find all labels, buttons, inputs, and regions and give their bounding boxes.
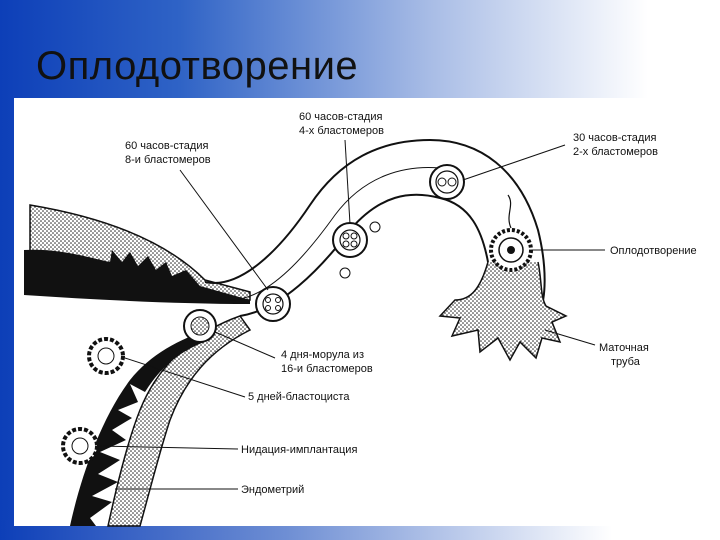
- tube-lower-wall: [239, 193, 489, 317]
- leader-lines: [97, 139, 605, 490]
- implanting-blastocyst: [61, 427, 99, 465]
- fertilized-egg: [489, 194, 533, 272]
- upper-endometrium: [24, 249, 250, 304]
- small-cell-1: [369, 221, 381, 233]
- tube-fimbriae: [438, 261, 568, 362]
- label-endometrium: Эндометрий: [241, 484, 304, 496]
- small-cell-2: [339, 267, 351, 279]
- embryo-8-cell: [255, 286, 291, 322]
- label-60h-4cell-line2: 4-х бластомеров: [299, 125, 384, 137]
- lower-endometrium: [70, 330, 210, 526]
- label-tube-line2: труба: [611, 356, 641, 368]
- blastocyst: [87, 337, 125, 375]
- tube-upper-wall: [204, 138, 546, 311]
- label-tube-line1: Маточная: [599, 342, 649, 354]
- label-blastocyst: 5 дней-бластоциста: [248, 391, 350, 403]
- label-60h-8cell-line1: 60 часов-стадия: [125, 140, 208, 152]
- embryo-4-cell: [332, 222, 368, 258]
- embryo-2-cell: [429, 164, 465, 200]
- label-60h-4cell-line1: 60 часов-стадия: [299, 111, 382, 123]
- label-morula-line1: 4 дня-морула из: [281, 349, 364, 361]
- label-morula-line2: 16-и бластомеров: [281, 363, 373, 375]
- label-implantation: Нидация-имплантация: [241, 444, 357, 456]
- label-30h-2cell-line2: 2-х бластомеров: [573, 146, 658, 158]
- morula: [183, 309, 217, 343]
- label-fertilization: Оплодотворение: [610, 245, 697, 257]
- slide-title: Оплодотворение: [36, 44, 359, 88]
- label-60h-8cell-line2: 8-и бластомеров: [125, 154, 211, 166]
- label-30h-2cell-line1: 30 часов-стадия: [573, 132, 656, 144]
